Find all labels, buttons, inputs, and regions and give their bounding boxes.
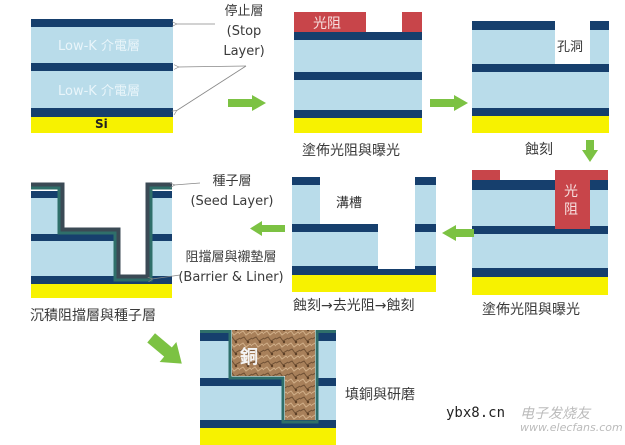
step2-caption: 塗佈光阻與曝光	[302, 143, 400, 159]
copper-label: 銅	[240, 347, 258, 368]
hole-label: 孔洞	[557, 40, 584, 55]
barrier-liner-en: (Barrier & Liner)	[178, 270, 284, 285]
step1-stack	[31, 19, 173, 133]
arrow-down-icon	[582, 140, 598, 162]
barrier-liner-annotation: 阻擋層與襯墊層 (Barrier & Liner)	[172, 248, 290, 288]
watermark-site: ybx8.cn	[446, 405, 506, 421]
step5-caption: 蝕刻→去光阻→蝕刻	[293, 298, 415, 314]
step3-caption: 蝕刻	[525, 142, 553, 158]
photoresist-label-vertical: 光 阻	[564, 183, 578, 219]
arrow-left-icon	[250, 221, 285, 236]
arrow-left-icon	[442, 225, 474, 241]
stop-layer-en-1: (Stop	[226, 24, 262, 39]
stop-layer-en-2: Layer)	[223, 44, 265, 59]
step2-stack	[294, 12, 422, 133]
step3-stack	[472, 21, 609, 133]
stop-layer-pointers	[176, 24, 247, 111]
watermark-brand: 电子发烧友	[520, 406, 590, 422]
photoresist-label: 光阻	[313, 16, 341, 32]
step7-caption: 填銅與研磨	[345, 387, 415, 403]
arrow-right-icon	[430, 95, 468, 111]
step5-stack	[292, 177, 436, 292]
photoresist-char-1: 光	[564, 184, 578, 200]
arrow-diagonal-icon	[147, 333, 182, 364]
seed-layer-annotation: 種子層 (Seed Layer)	[182, 172, 282, 212]
stop-layer-annotation: 停止層 (Stop Layer)	[214, 2, 274, 62]
seed-layer-en: (Seed Layer)	[190, 194, 274, 209]
watermark-brand-url: www.elecfans.com	[520, 421, 623, 434]
barrier-liner-zh: 阻擋層與襯墊層	[185, 250, 277, 265]
step7-stack	[200, 330, 336, 445]
seed-layer-zh: 種子層	[212, 174, 252, 189]
step6-stack	[31, 182, 172, 298]
lowk-dielectric-label-1: Low-K 介電層	[58, 39, 140, 54]
arrow-right-icon	[228, 95, 266, 111]
stop-layer-zh: 停止層	[224, 4, 264, 19]
photoresist-char-2: 阻	[564, 202, 578, 218]
silicon-label: Si	[95, 117, 108, 131]
lowk-dielectric-label-2: Low-K 介電層	[58, 84, 140, 99]
trench-label: 溝槽	[336, 196, 363, 211]
step6-caption: 沉積阻擋層與種子層	[30, 308, 156, 324]
step4-stack	[472, 170, 608, 295]
liner-pointers	[152, 182, 201, 279]
step4-caption: 塗佈光阻與曝光	[482, 302, 580, 318]
